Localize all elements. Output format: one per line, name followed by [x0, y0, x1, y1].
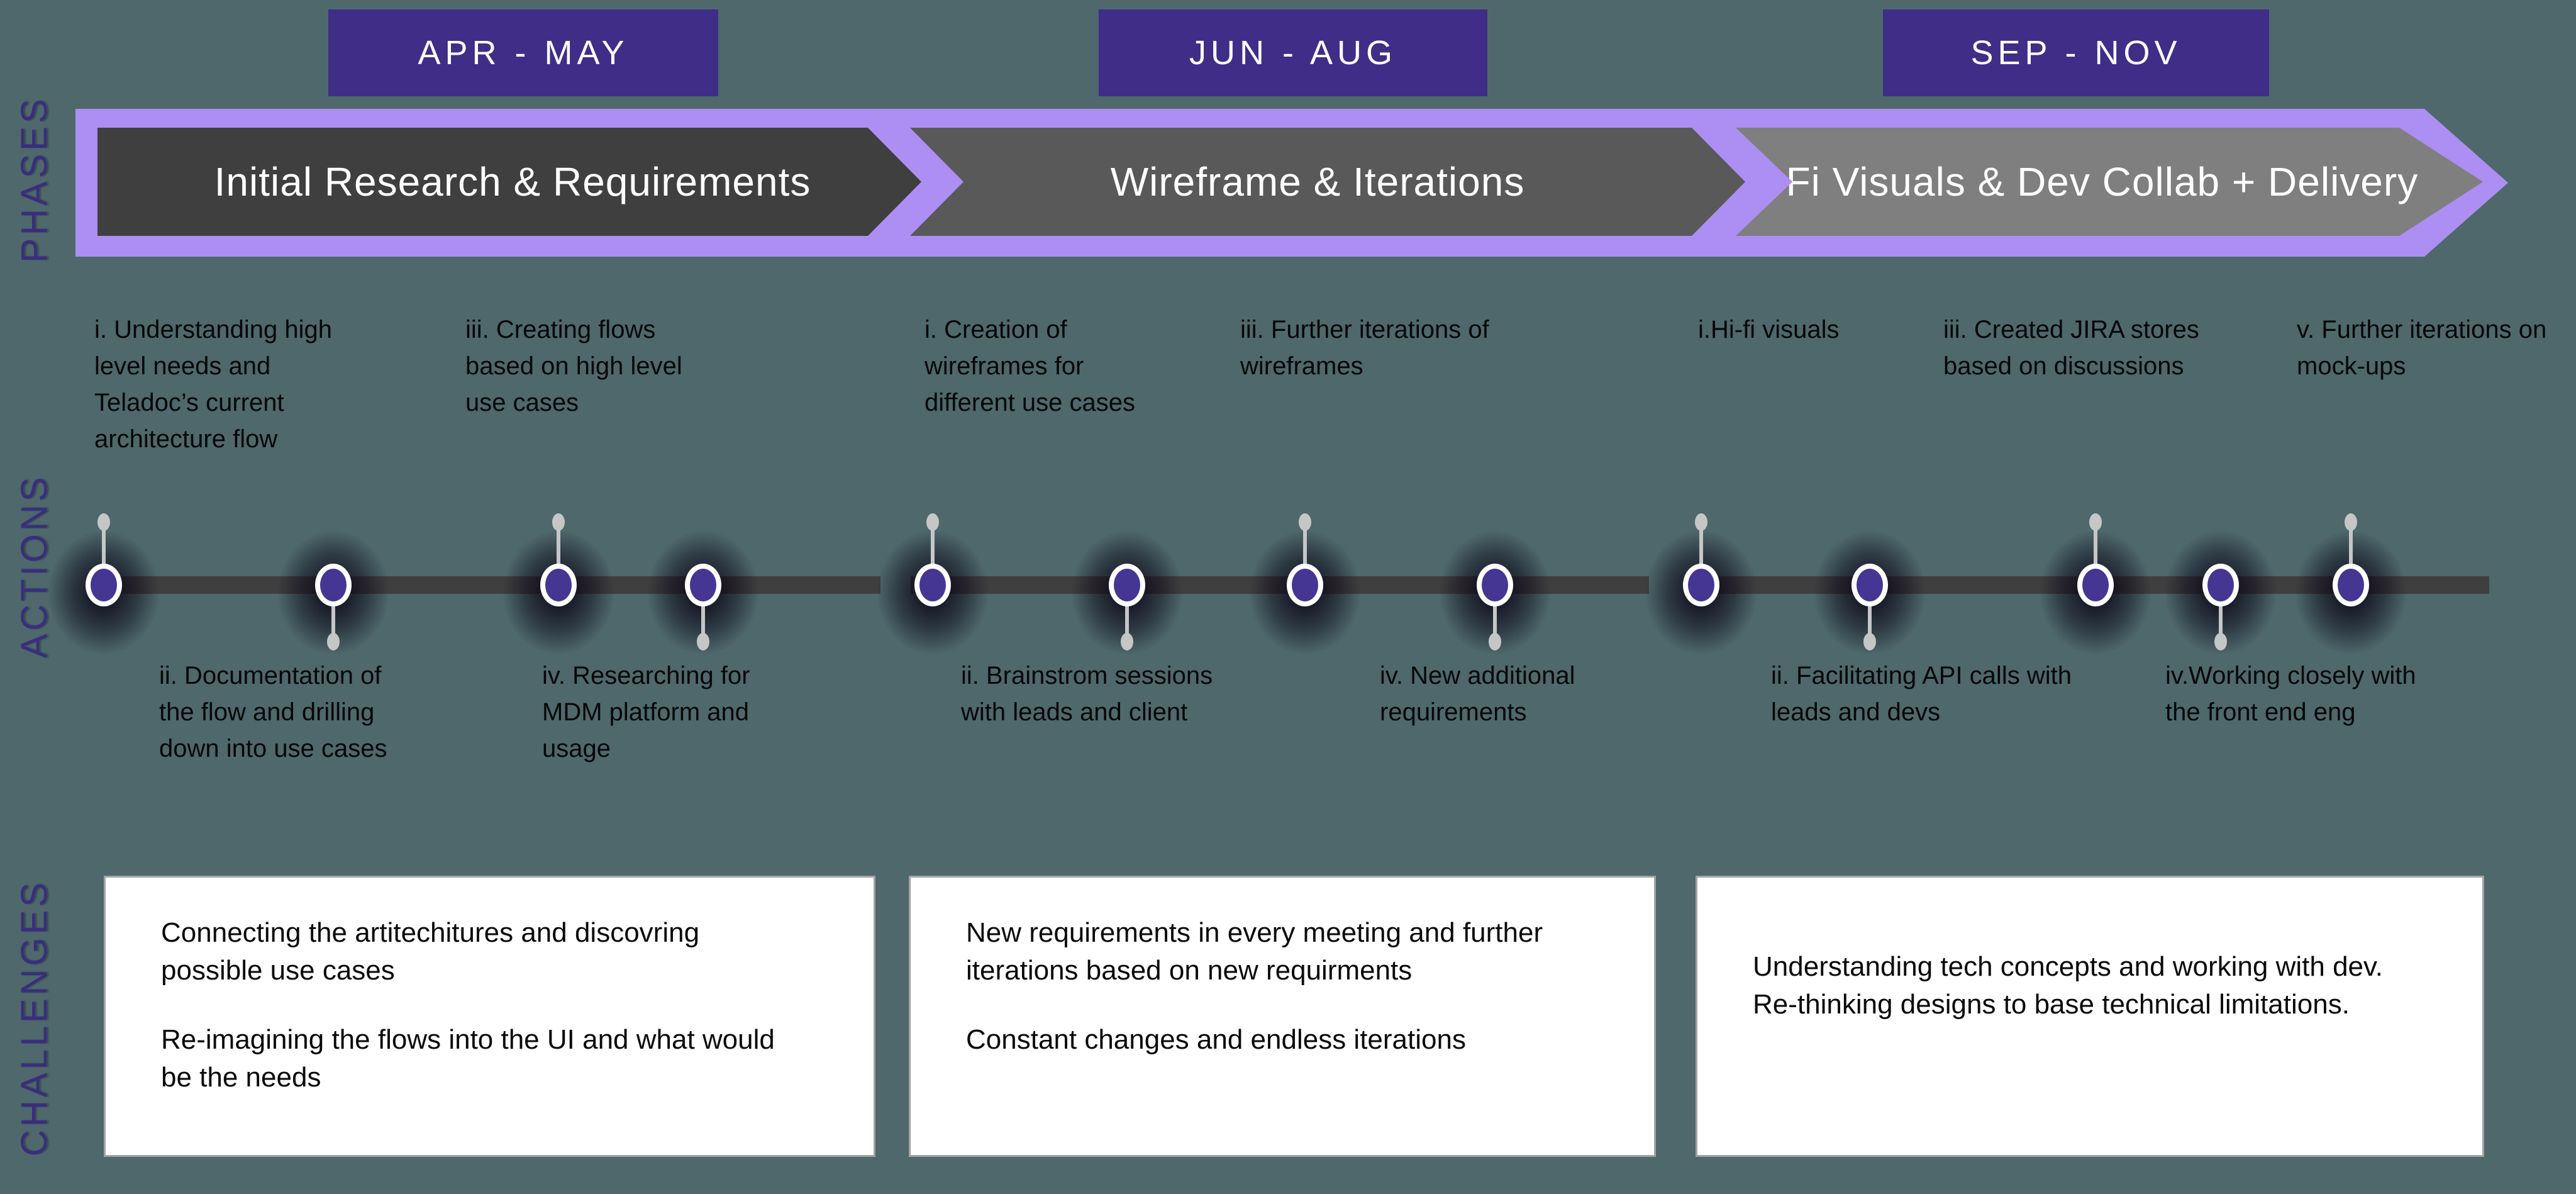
action-note: iii. Creating flows based on high level … [465, 316, 682, 416]
phase-title: Wireframe & Iterations [1110, 159, 1525, 204]
timeline-milestone-dot [315, 564, 352, 606]
dot-stem-tip [327, 633, 340, 650]
timeline-milestone-dot [2333, 564, 2369, 606]
challenge-box-phase1: Connecting the artitechitures and discov… [104, 876, 875, 1157]
date-range-label: APR - MAY [418, 34, 629, 72]
timeline-milestone-dot [1683, 564, 1719, 606]
action-note: ii. Documentation of the flow and drilli… [159, 662, 387, 762]
action-note: v. Further iterations on mock-ups [2297, 316, 2547, 380]
dot-stem [931, 522, 935, 585]
dot-stem-tip [697, 633, 709, 650]
timeline-milestone-dot [86, 564, 122, 606]
dot-stem [102, 522, 106, 585]
date-range-apr-may: APR - MAY [328, 9, 718, 96]
date-range-sep-nov: SEP - NOV [1883, 9, 2269, 96]
dot-stem [1303, 522, 1307, 585]
dot-stem [1868, 585, 1872, 642]
timeline-milestone-dot [1287, 564, 1323, 606]
date-range-label: JUN - AUG [1189, 34, 1397, 72]
challenge-text: Re-imagining the flows into the UI and w… [161, 1024, 775, 1093]
dot-stem [1699, 522, 1703, 585]
action-note: iii. Created JIRA stores based on discus… [1943, 316, 2199, 380]
dot-stem [2349, 522, 2353, 585]
dot-stem-tip [1695, 513, 1707, 531]
phase-title: Initial Research & Requirements [214, 159, 811, 204]
challenge-text: Connecting the artitechitures and discov… [161, 917, 700, 986]
action-note: iv. New additional requirements [1380, 662, 1575, 726]
timeline-milestone-dot [1477, 564, 1513, 606]
dot-stem [1493, 585, 1497, 642]
timeline-milestone-dot [540, 564, 577, 606]
phase-arrow-hifi-visuals: Hi-Fi Visuals & Dev Collab + Delivery [1736, 128, 2483, 236]
dot-stem-tip [1121, 633, 1133, 650]
timeline-milestone-dot [685, 564, 721, 606]
timeline-milestone-dot [2077, 564, 2114, 606]
timeline-milestone-dot [1852, 564, 1888, 606]
action-note: i.Hi-fi visuals [1698, 316, 1840, 343]
phase-arrow-wireframe-iterations: Wireframe & Iterations [910, 128, 1745, 236]
action-note: iv. Researching for MDM platform and usa… [542, 662, 750, 762]
dot-stem-tip [926, 513, 939, 531]
dot-stem [2219, 585, 2223, 642]
dot-stem-tip [1489, 633, 1501, 650]
challenge-text: Understanding tech concepts and working … [1753, 951, 2383, 1020]
dot-stem-tip [2089, 513, 2102, 531]
dot-stem [701, 585, 705, 642]
dot-stem-tip [2345, 513, 2357, 531]
dot-stem [557, 522, 560, 585]
date-range-label: SEP - NOV [1970, 34, 2182, 72]
dot-stem-tip [2214, 633, 2227, 650]
challenge-text: Constant changes and endless iterations [966, 1024, 1466, 1055]
challenge-box-phase2: New requirements in every meeting and fu… [909, 876, 1656, 1157]
action-note: ii. Facilitating API calls with leads an… [1771, 662, 2072, 726]
timeline-milestone-dot [914, 564, 951, 606]
timeline-bar-segment [88, 576, 880, 594]
dot-stem [2094, 522, 2097, 585]
phase-title: Hi-Fi Visuals & Dev Collab + Delivery [1732, 159, 2419, 204]
phases-row-label: PHASES [14, 96, 55, 263]
dot-stem [331, 585, 335, 642]
dot-stem-tip [1299, 513, 1311, 531]
action-note: ii. Brainstrom sessions with leads and c… [961, 662, 1213, 726]
dot-stem-tip [97, 513, 110, 531]
challenge-text: New requirements in every meeting and fu… [966, 917, 1543, 986]
action-note: iii. Further iterations of wireframes [1240, 316, 1489, 380]
phase-arrow-initial-research: Initial Research & Requirements [97, 128, 921, 236]
date-range-jun-aug: JUN - AUG [1099, 9, 1487, 96]
action-note: i. Creation of wireframes for different … [924, 316, 1136, 416]
action-note: iv.Working closely with the front end en… [2165, 662, 2416, 726]
dot-stem-tip [552, 513, 565, 531]
challenges-row-label: CHALLENGES [14, 879, 55, 1157]
timeline-milestone-dot [1109, 564, 1145, 606]
challenge-box-phase3: Understanding tech concepts and working … [1696, 876, 2484, 1157]
timeline-milestone-dot [2202, 564, 2239, 606]
action-note: i. Understanding high level needs and Te… [94, 316, 333, 453]
dot-stem-tip [1863, 633, 1876, 650]
dot-stem [1125, 585, 1129, 642]
